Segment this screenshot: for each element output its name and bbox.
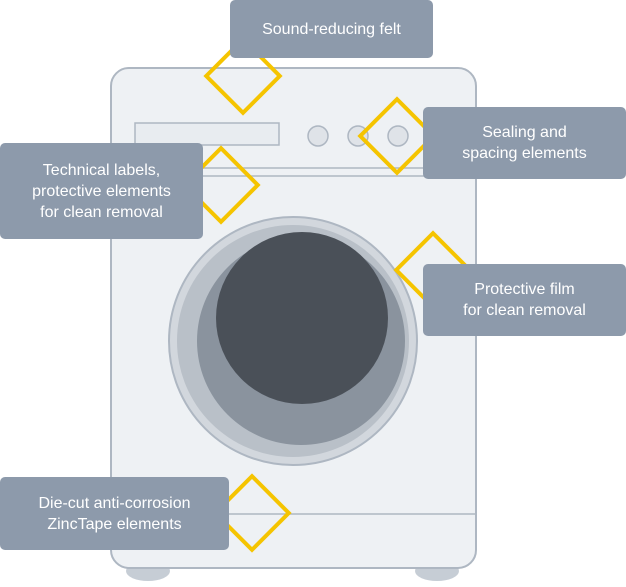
callout-line: for clean removal (40, 203, 163, 221)
callout-line: Sealing and (482, 124, 567, 141)
callout-line: for clean removal (463, 302, 586, 319)
callout-line: spacing elements (462, 145, 587, 162)
marker-seal-diamond (357, 96, 437, 176)
callout-line: Technical labels, (42, 161, 161, 179)
callout-line: Die-cut anti-corrosion (38, 494, 191, 512)
callout-line: ZincTape elements (47, 515, 182, 533)
callout-technical-labels: Technical labels, protective elements fo… (0, 143, 203, 239)
callout-sealing-spacing: Sealing and spacing elements (423, 107, 626, 179)
callout-line: protective elements (32, 182, 171, 200)
machine-knob-1 (307, 125, 329, 147)
callout-line: Protective film (474, 281, 575, 298)
door-glass (216, 232, 388, 404)
callout-line: Sound-reducing felt (262, 20, 401, 38)
machine-display (134, 122, 280, 146)
callout-zinctape: Die-cut anti-corrosion ZincTape elements (0, 477, 229, 550)
machine-knob-3 (387, 125, 409, 147)
marker-zinc-diamond (212, 473, 292, 553)
callout-sound-reducing-felt: Sound-reducing felt (230, 0, 433, 58)
callout-protective-film: Protective film for clean removal (423, 264, 626, 336)
